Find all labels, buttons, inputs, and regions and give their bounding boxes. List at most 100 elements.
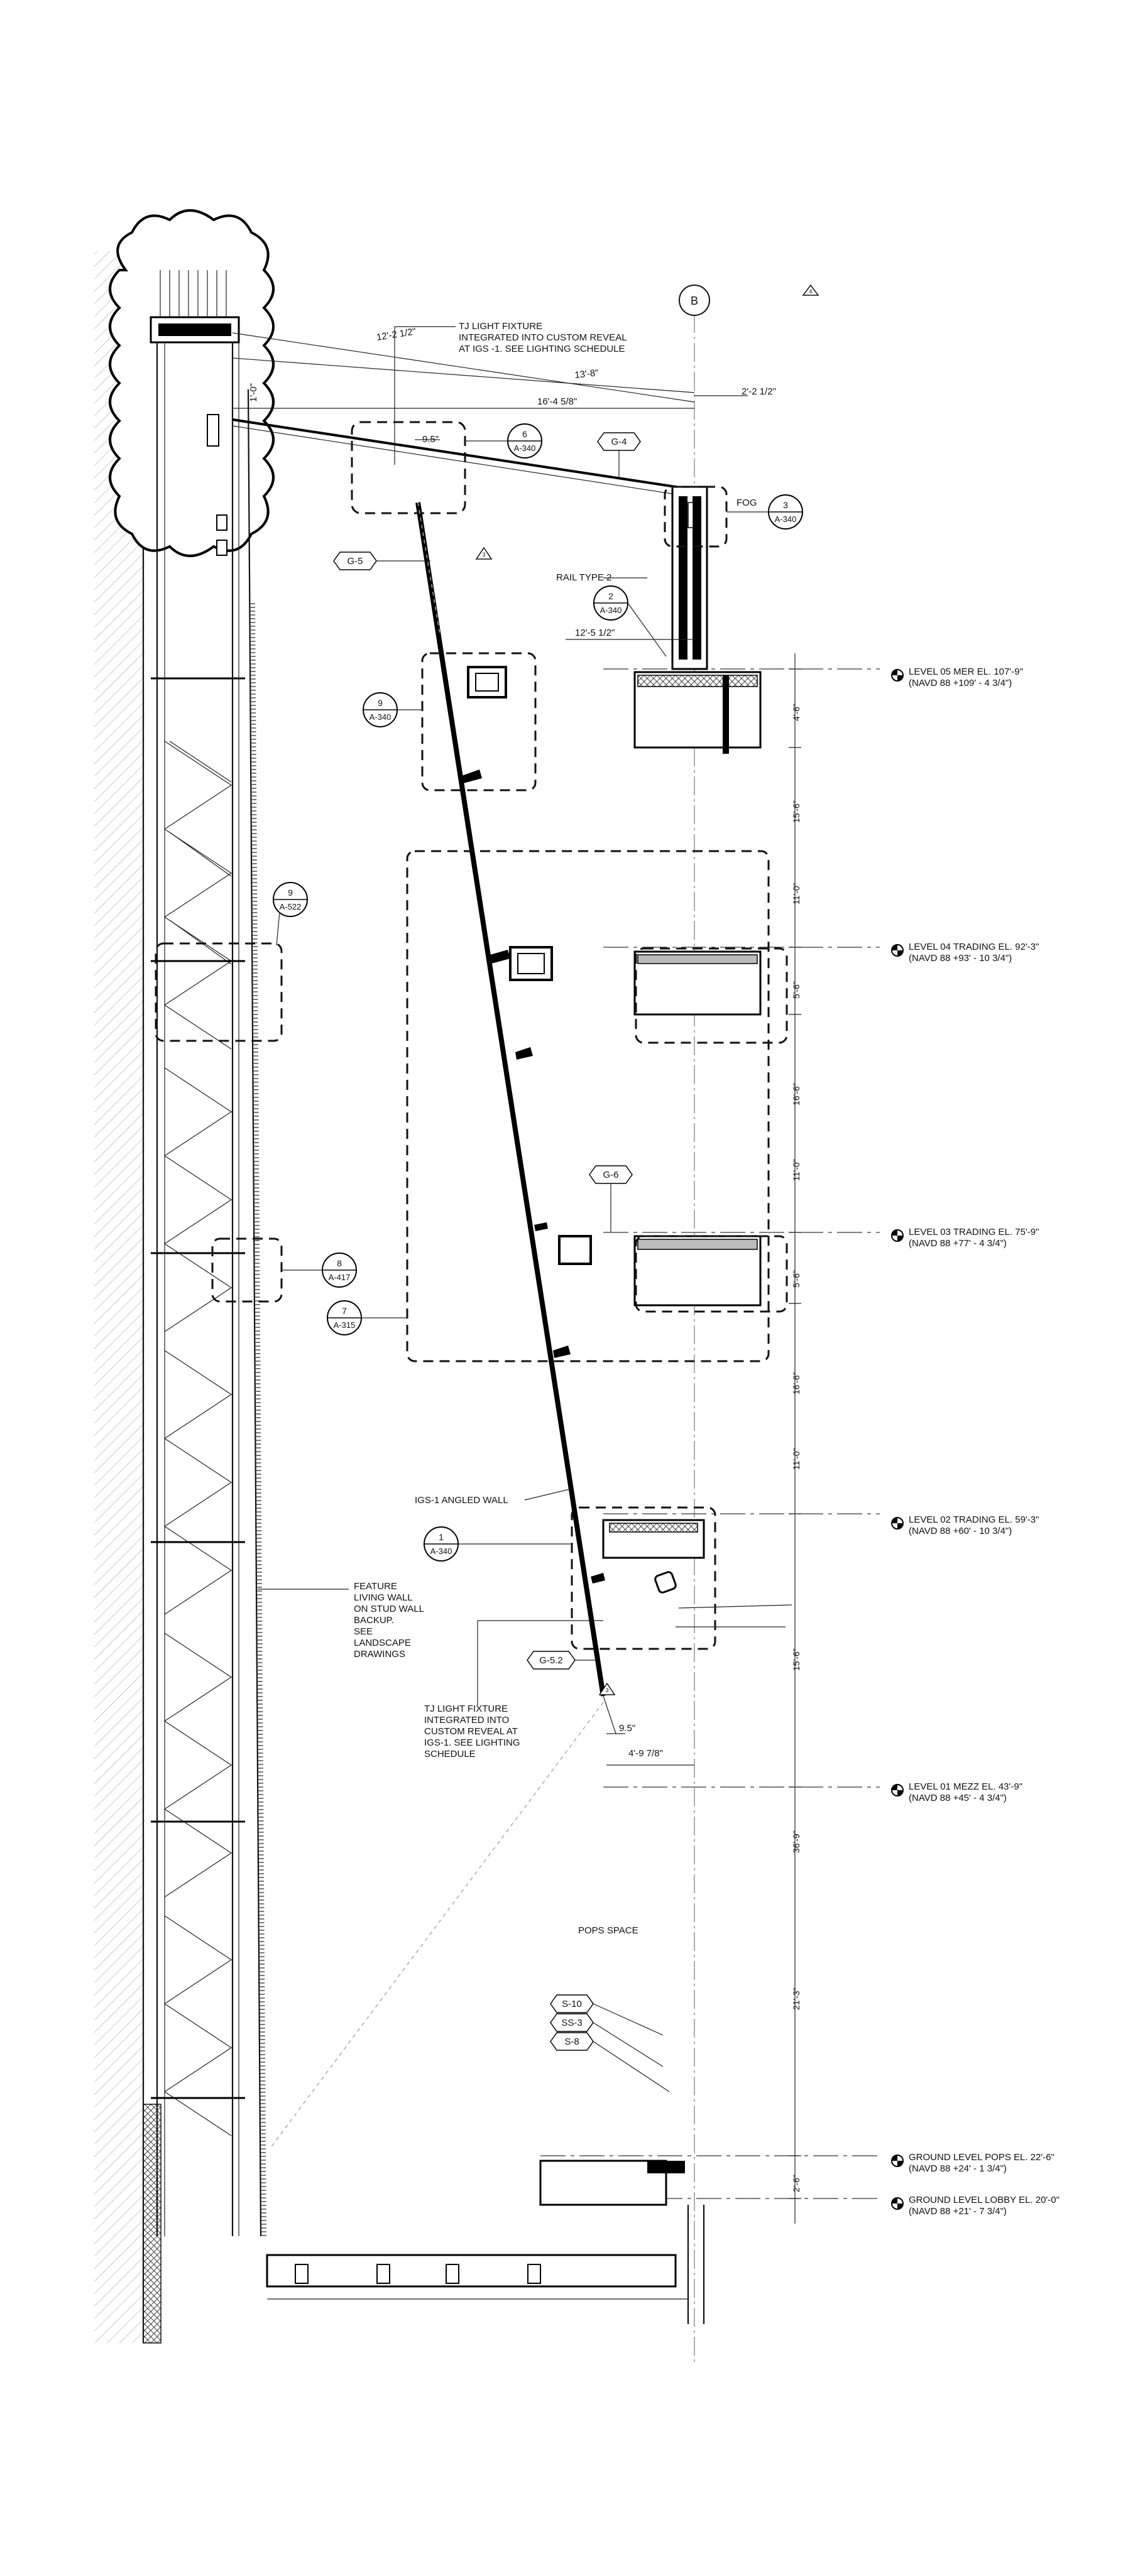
note-tj-top: TJ LIGHT FIXTURE INTEGRATED INTO CUSTOM … [459,321,627,354]
callout-6-a340[interactable]: 6 A-340 [507,423,542,459]
tag-g52[interactable]: G-5.2 [527,1651,576,1670]
vdim-6: 5'-6" [791,1270,801,1288]
note-tj-bottom: TJ LIGHT FIXTURE INTEGRATED INTO CUSTOM … [424,1704,520,1759]
light-cone [270,1702,604,2149]
svg-text:A-417: A-417 [329,1273,351,1282]
level-02-navd: (NAVD 88 +60' - 10 3/4") [909,1526,1012,1536]
svg-text:9: 9 [378,698,383,708]
dim-12-5: 12'-5 1/2" [575,628,615,638]
svg-text:CUSTOM REVEAL AT: CUSTOM REVEAL AT [424,1726,518,1737]
svg-text:A-340: A-340 [600,606,622,615]
tag-g4[interactable]: G-4 [597,432,641,451]
floor-slabs [539,671,762,2206]
svg-text:A-340: A-340 [514,443,536,453]
igs-angled-wall [415,502,606,1697]
detail-boundaries [155,421,788,1650]
base-wall-crosshatch [143,2104,162,2344]
level-04-name: LEVEL 04 TRADING EL. 92'-3" [909,942,1039,952]
svg-text:INTEGRATED INTO CUSTOM REVEAL: INTEGRATED INTO CUSTOM REVEAL [459,332,627,343]
vdim-11: 21'-3" [791,1987,801,2010]
vdim-4: 16'-6" [791,1083,801,1106]
tag-s8[interactable]: S-8 [550,2032,594,2051]
dim-1-0: 1'-0" [248,383,259,402]
svg-text:DRAWINGS: DRAWINGS [354,1649,405,1660]
tag-g5[interactable]: G-5 [333,552,377,570]
level-03-name: LEVEL 03 TRADING EL. 75'-9" [909,1227,1039,1237]
dim-13-8: 13'-8" [574,367,600,381]
grid-bubble-label: B [691,295,698,307]
vdim-9: 15'-6" [791,1648,801,1671]
note-fog: FOG [736,497,757,508]
level-lines [540,668,880,2199]
callout-2-a340[interactable]: 2 A-340 [593,585,628,621]
svg-text:A-340: A-340 [370,712,392,722]
vdim-0: 4'-6" [791,704,801,721]
level-01-name: LEVEL 01 MEZZ EL. 43'-9" [909,1781,1022,1792]
svg-text:1: 1 [439,1532,444,1542]
svg-text:6: 6 [522,429,527,439]
planter-cap-fill [158,323,231,336]
svg-text:SS-3: SS-3 [561,2018,582,2028]
svg-text:AT IGS -1. SEE LIGHTING SCHEDU: AT IGS -1. SEE LIGHTING SCHEDULE [459,344,625,354]
truss-node-plates [151,677,245,2099]
svg-text:FEATURE: FEATURE [354,1581,397,1592]
delta-mark-1 [475,546,493,560]
material-tags: G-4 G-5 G-6 G-5.2 S-10 SS-3 S-8 [333,432,670,2092]
ground-lobby-navd: (NAVD 88 +21' - 7 3/4") [909,2206,1007,2217]
svg-text:S-8: S-8 [564,2036,579,2047]
level-02-name: LEVEL 02 TRADING EL. 59'-3" [909,1514,1039,1525]
callout-3-a340[interactable]: 3 A-340 [768,494,803,530]
svg-text:SEE: SEE [354,1626,373,1637]
level-04-navd: (NAVD 88 +93' - 10 3/4") [909,953,1012,964]
vdim-8: 11'-0" [791,1448,801,1470]
tag-s10[interactable]: S-10 [550,1994,594,2013]
tag-ss3[interactable]: SS-3 [550,2013,594,2032]
note-rail-type: RAIL TYPE 2 [556,572,611,583]
callout-8-a417[interactable]: 8 A-417 [322,1253,357,1288]
svg-text:G-6: G-6 [603,1170,618,1180]
dim-12-2: 12'-2 1/2" [376,326,417,343]
svg-text:TJ LIGHT FIXTURE: TJ LIGHT FIXTURE [459,321,542,332]
svg-text:LANDSCAPE: LANDSCAPE [354,1638,411,1648]
svg-text:A-522: A-522 [280,902,302,911]
svg-text:G-5.2: G-5.2 [539,1655,563,1666]
mullion-clips [462,769,605,1584]
svg-text:S-10: S-10 [562,1999,582,2009]
svg-text:A-340: A-340 [775,514,797,524]
callout-1-a340[interactable]: 1 A-340 [424,1526,459,1562]
existing-wall-hatch [94,251,145,2343]
vdim-10: 36'-9" [791,1830,801,1853]
level-05-name: LEVEL 05 MER EL. 107'-9" [909,666,1023,677]
stud-wall-face [247,389,262,2237]
svg-text:BACKUP.: BACKUP. [354,1615,394,1626]
level-01-navd: (NAVD 88 +45' - 4 3/4") [909,1793,1007,1803]
svg-text:LIVING WALL: LIVING WALL [354,1592,413,1603]
svg-text:INTEGRATED INTO: INTEGRATED INTO [424,1715,509,1725]
truss-diagonals [163,741,233,2136]
vdim-12: 2'-6" [791,2175,801,2192]
ground-pops-navd: (NAVD 88 +24' - 1 3/4") [909,2163,1007,2174]
svg-text:9: 9 [288,888,293,898]
svg-text:TJ LIGHT FIXTURE: TJ LIGHT FIXTURE [424,1704,508,1714]
roof-canopy [232,418,689,490]
ground-pops-name: GROUND LEVEL POPS EL. 22'-6" [909,2152,1054,2163]
note-feature-wall: FEATURE LIVING WALL ON STUD WALL BACKUP.… [354,1581,424,1660]
vdim-7: 16'-6" [791,1372,801,1394]
level-markers [891,669,904,2210]
vdim-5: 11'-0" [791,1159,801,1181]
dim-2-2: 2'-2 1/2" [742,386,776,397]
svg-text:IGS-1. SEE LIGHTING: IGS-1. SEE LIGHTING [424,1737,520,1748]
foundation-slab [266,2254,677,2288]
vdim-2: 11'-0" [791,883,801,905]
revision-delta-label: 4 [809,288,812,295]
dim-9-5-top: 9.5" [422,434,439,445]
level-05-navd: (NAVD 88 +109' - 4 3/4") [909,678,1012,688]
callout-9-a340[interactable]: 9 A-340 [363,692,398,727]
tag-g6[interactable]: G-6 [589,1165,633,1184]
vertical-dim-ticks [789,668,801,2199]
callout-9-a522[interactable]: 9 A-522 [273,882,308,917]
callout-7-a315[interactable]: 7 A-315 [327,1300,362,1335]
dim-16-4: 16'-4 5/8" [537,396,577,407]
